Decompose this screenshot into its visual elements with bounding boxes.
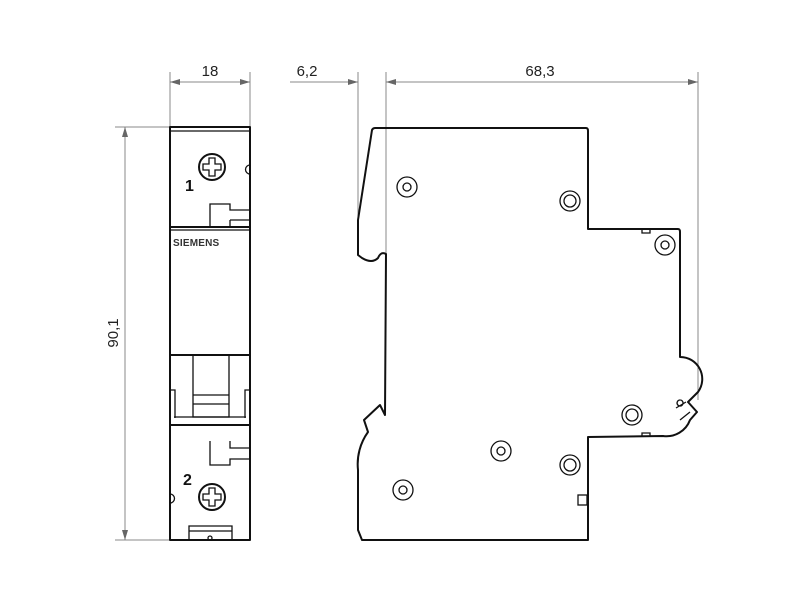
dimension-width-label: 18	[202, 63, 219, 80]
screw-icon	[198, 153, 226, 181]
rivet-icons	[392, 176, 676, 501]
brand-logo: SIEMENS	[173, 238, 220, 249]
screw-icon	[198, 483, 226, 511]
dimension-width: 18	[169, 63, 251, 127]
side-view	[356, 127, 704, 541]
terminal-label-1: 1	[185, 178, 194, 195]
dimension-offset-label: 6,2	[297, 63, 318, 80]
terminal-label-2: 2	[183, 472, 192, 489]
front-view: 1 SIEMENS 2	[169, 126, 251, 541]
dimension-height-label: 90,1	[105, 318, 122, 347]
dimension-depth-label: 68,3	[525, 63, 554, 80]
dimension-depth: 68,3	[386, 63, 699, 400]
dimension-height: 90,1	[105, 126, 170, 541]
dimension-offset: 6,2	[290, 63, 387, 255]
